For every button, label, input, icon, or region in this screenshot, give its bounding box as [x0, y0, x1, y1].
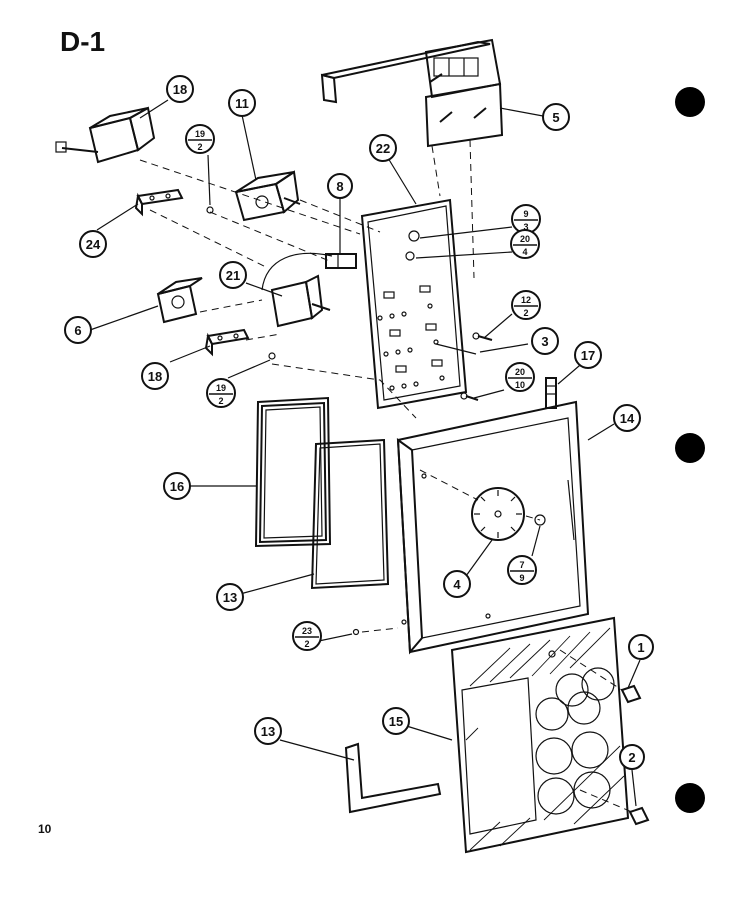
callout-2: 2: [619, 744, 645, 770]
callout-8: 8: [327, 173, 353, 199]
svg-text:7: 7: [519, 560, 524, 570]
svg-text:8: 8: [336, 179, 343, 194]
part-front-frame: [396, 400, 590, 655]
callout-19-2-lower: 19 2: [206, 378, 236, 408]
part-selector-switch: [156, 277, 203, 324]
svg-text:4: 4: [522, 247, 527, 257]
svg-text:18: 18: [148, 369, 162, 384]
svg-text:4: 4: [453, 577, 461, 592]
callout-4: 4: [443, 570, 471, 598]
callout-3: 3: [531, 327, 559, 355]
callout-15: 15: [382, 707, 410, 735]
svg-text:23: 23: [302, 626, 312, 636]
svg-text:16: 16: [170, 479, 184, 494]
callout-21: 21: [219, 261, 247, 289]
binding-hole-bottom: [675, 783, 705, 813]
screw-lower: [268, 352, 276, 360]
svg-text:3: 3: [541, 334, 548, 349]
svg-text:1: 1: [637, 640, 644, 655]
svg-text:13: 13: [261, 724, 275, 739]
svg-text:13: 13: [223, 590, 237, 605]
part-screws: [435, 332, 493, 401]
svg-text:11: 11: [235, 96, 249, 111]
part-window-frame: [254, 396, 332, 548]
part-bracket-lower: [204, 328, 250, 357]
screw-upper: [206, 206, 214, 214]
binding-hole-top: [675, 87, 705, 117]
callout-20-10: 20 10: [505, 362, 535, 392]
svg-text:21: 21: [226, 268, 240, 283]
part-rotary-switch-lower: [261, 252, 333, 328]
callout-18-lower: 18: [141, 362, 169, 390]
svg-text:14: 14: [620, 411, 635, 426]
callout-14: 14: [613, 404, 641, 432]
svg-text:10: 10: [515, 380, 525, 390]
assembly-lines: [139, 139, 633, 813]
svg-text:20: 20: [515, 367, 525, 377]
callout-20-4: 20 4: [510, 229, 540, 259]
part-circuit-board: [360, 198, 468, 410]
callout-9-3: 9 3: [511, 204, 541, 234]
part-rotary-switch-upper: [234, 170, 301, 222]
svg-text:18: 18: [173, 82, 187, 97]
svg-text:2: 2: [218, 396, 223, 406]
svg-text:22: 22: [376, 141, 390, 156]
svg-text:2: 2: [523, 308, 528, 318]
svg-text:20: 20: [520, 234, 530, 244]
page-number: 10: [38, 822, 52, 836]
callout-11: 11: [228, 89, 256, 117]
part-knob-lower: [628, 806, 650, 826]
svg-text:6: 6: [74, 323, 81, 338]
callout-19-2-upper: 19 2: [185, 124, 215, 154]
callout-6: 6: [64, 316, 92, 344]
svg-text:2: 2: [628, 750, 635, 765]
callout-5: 5: [542, 103, 570, 131]
svg-text:19: 19: [195, 129, 205, 139]
screw-frame: [352, 628, 360, 636]
part-trim-strip: [344, 742, 442, 814]
callout-13-lower: 13: [254, 717, 282, 745]
part-front-cover: [450, 616, 630, 854]
svg-text:24: 24: [86, 237, 101, 252]
part-gasket: [310, 438, 390, 590]
part-dial: [471, 487, 525, 541]
svg-text:9: 9: [519, 573, 524, 583]
svg-text:17: 17: [581, 348, 595, 363]
callout-23-2: 23 2: [292, 621, 322, 651]
part-nut: [534, 514, 546, 526]
svg-text:15: 15: [389, 714, 403, 729]
svg-text:2: 2: [197, 142, 202, 152]
svg-text:9: 9: [523, 209, 528, 219]
binding-hole-middle: [675, 433, 705, 463]
callout-16: 16: [163, 472, 191, 500]
part-motor: [55, 106, 156, 164]
part-control-overlay: [320, 38, 504, 148]
svg-text:3: 3: [523, 222, 528, 232]
callout-13-upper: 13: [216, 583, 244, 611]
part-bracket-upper: [134, 188, 184, 217]
part-relay: [325, 253, 357, 269]
part-knob-upper: [620, 684, 642, 704]
callout-18-top: 18: [166, 75, 194, 103]
callout-17: 17: [574, 341, 602, 369]
callout-7-9: 7 9: [507, 555, 537, 585]
page-title: D-1: [60, 26, 106, 57]
svg-text:2: 2: [304, 639, 309, 649]
callout-12-2: 12 2: [511, 290, 541, 320]
svg-text:5: 5: [552, 110, 559, 125]
leader-lines: [89, 99, 641, 807]
svg-text:19: 19: [216, 383, 226, 393]
callout-1: 1: [628, 634, 654, 660]
part-latch: [545, 377, 557, 409]
callout-24: 24: [79, 230, 107, 258]
callout-22: 22: [369, 134, 397, 162]
svg-text:12: 12: [521, 295, 531, 305]
